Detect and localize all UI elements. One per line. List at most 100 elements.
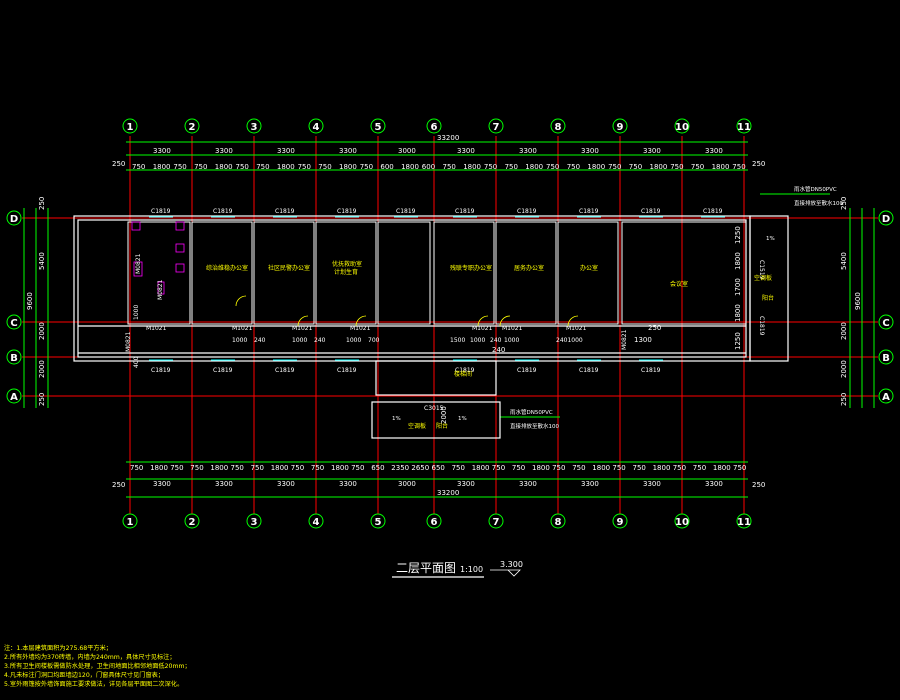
dim-detail-bottom: 750 — [633, 464, 646, 472]
dim-detail-bottom: 1800 — [532, 464, 550, 472]
axis-label-col: 6 — [431, 122, 438, 133]
dim-span-bottom: 3000 — [398, 480, 416, 488]
dim-detail-top: 750 — [318, 163, 331, 171]
dim-detail-top: 750 — [484, 163, 497, 171]
window-label-bottom: C1819 — [151, 367, 171, 374]
axis-bubble — [488, 118, 504, 134]
door-offset: 1000 — [470, 337, 485, 344]
dim-span-top: 3300 — [519, 147, 537, 155]
door-label-side: M0821 — [621, 329, 628, 350]
dim-edge-left-top: 250 — [112, 160, 125, 168]
axis-bubble — [674, 513, 690, 529]
axis-label-col: 5 — [375, 122, 382, 133]
dim-detail-top: 750 — [173, 163, 186, 171]
note-line: 注：1.本层建筑面积为275.68平方米； — [4, 645, 112, 652]
door-label: M1021 — [566, 325, 587, 332]
dim-detail-bottom: 750 — [190, 464, 203, 472]
dim-detail-top: 1800 — [277, 163, 295, 171]
dim-detail-bottom: 1800 — [713, 464, 731, 472]
door-offset: 1000 — [232, 337, 247, 344]
note-line: 4.凡未标注门洞口均距墙边120，门窗具体尺寸见门窗表； — [4, 672, 165, 679]
room-partition — [495, 221, 557, 325]
door-label: M1021 — [232, 325, 253, 332]
dim-detail-top: 750 — [546, 163, 559, 171]
dim-left: 5400 — [38, 252, 46, 270]
axis-label-col: 2 — [189, 517, 196, 528]
axis-label-row: B — [882, 353, 890, 364]
room-name: 计划生育 — [334, 268, 358, 276]
axis-label-row: C — [882, 318, 889, 329]
room-name: 会议室 — [670, 280, 688, 288]
toilet-partition — [127, 221, 191, 325]
axis-bubble — [426, 118, 442, 134]
room-partition — [191, 221, 253, 325]
room-name: 社区民警办公室 — [268, 264, 310, 272]
dim-detail-top: 1800 — [401, 163, 419, 171]
axis-label-col: 1 — [127, 517, 134, 528]
dim-right: 250 — [840, 197, 848, 210]
axis-bubble — [878, 349, 894, 365]
annotation: 直接排放至散水100 — [794, 199, 843, 207]
door-swing — [567, 315, 579, 327]
axis-label-col: 3 — [251, 517, 258, 528]
door-offset: 240 — [314, 337, 326, 344]
window-label-top: C1819 — [579, 208, 599, 215]
dim-detail-top: 750 — [298, 163, 311, 171]
room-partition — [557, 221, 619, 325]
dim-detail-bottom: 1800 — [472, 464, 490, 472]
window-label-top: C1819 — [396, 208, 416, 215]
dim-left-door: 400 — [133, 356, 140, 368]
door-label: M1021 — [350, 325, 371, 332]
dim-detail-bottom: 750 — [552, 464, 565, 472]
door-offset: 1500 — [450, 337, 465, 344]
dim-detail-top: 600 — [422, 163, 435, 171]
room-name: 空调板 — [408, 422, 426, 430]
dim-detail-bottom: 1800 — [331, 464, 349, 472]
axis-bubble — [612, 513, 628, 529]
bottom-balcony-wall — [371, 401, 501, 439]
door-swing — [297, 315, 309, 327]
axis-label-col: 9 — [617, 122, 624, 133]
room-name: 居务办公室 — [514, 264, 544, 272]
dim-detail-bottom: 650 — [371, 464, 384, 472]
axis-bubble — [6, 314, 22, 330]
dim-detail-bottom: 750 — [311, 464, 324, 472]
axis-label-row: D — [882, 214, 890, 225]
door-offset: 2401000 — [556, 337, 583, 344]
window-label-right: C1819 — [758, 316, 765, 336]
dim-misc: 1250 — [734, 332, 742, 350]
dim-detail-top: 1800 — [587, 163, 605, 171]
dim-span-top: 3300 — [153, 147, 171, 155]
drawing-scale: 1:100 — [460, 565, 483, 574]
door-swing — [355, 315, 367, 327]
window-label-bottom: C1819 — [275, 367, 295, 374]
axis-bubble — [674, 118, 690, 134]
dim-detail-bottom: 750 — [170, 464, 183, 472]
axis-label-col: 10 — [675, 517, 689, 528]
elevation-mark: 3.300 — [500, 560, 523, 569]
annotation: 雨水管DN50PVC — [794, 185, 837, 193]
dim-detail-bottom: 750 — [572, 464, 585, 472]
room-name: 残联专职办公室 — [450, 264, 492, 272]
axis-label-col: 7 — [493, 517, 500, 528]
dim-misc: 240 — [492, 346, 505, 354]
dim-total-top: 33200 — [437, 134, 459, 142]
toilet-fixture — [133, 261, 143, 277]
window-label-top: C1819 — [641, 208, 661, 215]
dim-detail-bottom: 1800 — [271, 464, 289, 472]
axis-bubble — [878, 314, 894, 330]
axis-bubble — [184, 513, 200, 529]
dim-edge-right-top: 250 — [752, 160, 765, 168]
dim-detail-top: 750 — [256, 163, 269, 171]
window-label-top: C1819 — [517, 208, 537, 215]
axis-bubble — [370, 118, 386, 134]
dim-misc: 1700 — [734, 278, 742, 296]
annotation: 雨水管DN50PVC — [510, 408, 553, 416]
dim-detail-top: 1800 — [215, 163, 233, 171]
dim-detail-top: 750 — [670, 163, 683, 171]
dim-detail-bottom: 750 — [612, 464, 625, 472]
dim-detail-bottom: 750 — [251, 464, 264, 472]
window-label-bottom: C1819 — [641, 367, 661, 374]
axis-label-row: A — [882, 392, 890, 403]
